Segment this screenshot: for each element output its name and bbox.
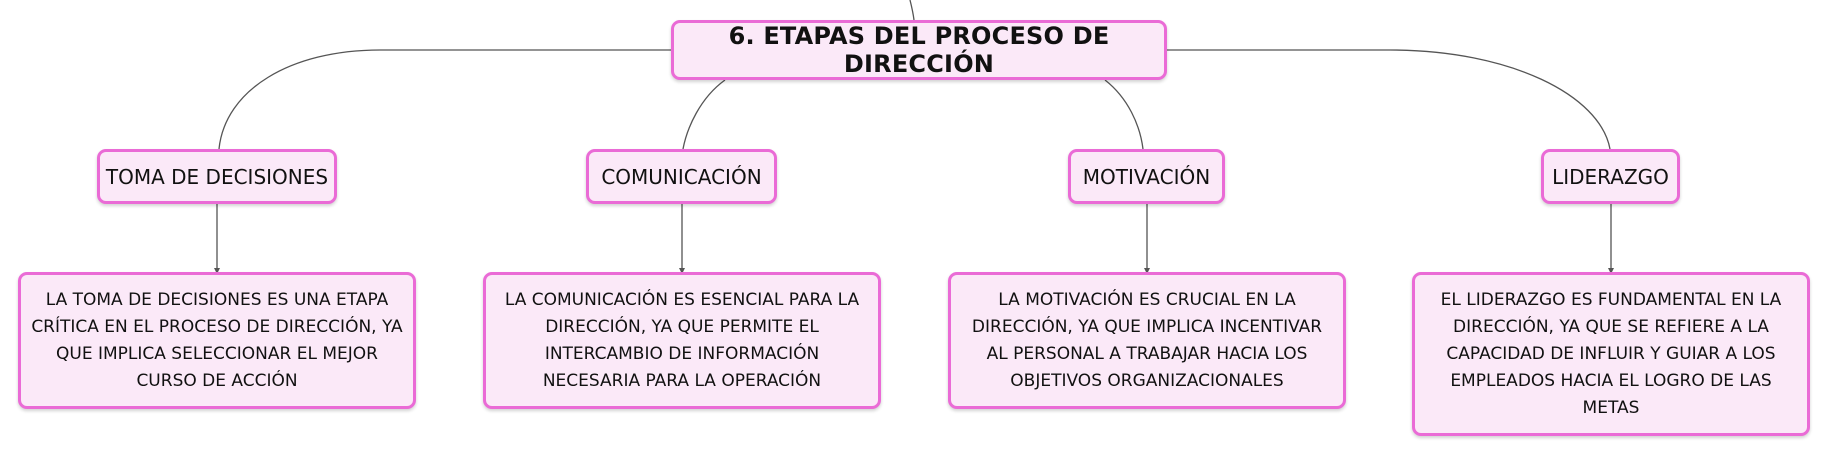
connector-root-liderazgo	[1167, 49, 1611, 150]
branch-label: MOTIVACIÓN	[1082, 164, 1211, 189]
branch-node-motivacion[interactable]: MOTIVACIÓN	[1068, 149, 1225, 204]
branch-node-toma-de-decisiones[interactable]: TOMA DE DECISIONES	[97, 149, 337, 204]
root-title: 6. ETAPAS DEL PROCESO DE DIRECCIÓN	[728, 22, 1110, 78]
leaf-node-motivacion[interactable]: LA MOTIVACIÓN ES CRUCIAL EN LA DIRECCIÓN…	[948, 272, 1346, 409]
leaf-node-toma-de-decisiones[interactable]: LA TOMA DE DECISIONES ES UNA ETAPA CRÍTI…	[18, 272, 416, 409]
arrowhead-toma	[214, 268, 220, 274]
leaf-description: LA MOTIVACIÓN ES CRUCIAL EN LA DIRECCIÓN…	[971, 289, 1323, 391]
root-node[interactable]: 6. ETAPAS DEL PROCESO DE DIRECCIÓN	[671, 20, 1167, 80]
connector-root-toma	[218, 49, 671, 150]
arrowhead-liderazgo	[1608, 268, 1614, 274]
leaf-node-comunicacion[interactable]: LA COMUNICACIÓN ES ESENCIAL PARA LA DIRE…	[483, 272, 881, 409]
arrowhead-motivacion	[1144, 268, 1150, 274]
branch-label: COMUNICACIÓN	[601, 164, 762, 189]
leaf-description: LA TOMA DE DECISIONES ES UNA ETAPA CRÍTI…	[31, 289, 403, 391]
arrowhead-comunicacion	[679, 268, 685, 274]
connector-parent	[909, 0, 915, 21]
leaf-description: EL LIDERAZGO ES FUNDAMENTAL EN LA DIRECC…	[1440, 289, 1782, 418]
connector-root-comunicacion	[682, 79, 726, 150]
leaf-description: LA COMUNICACIÓN ES ESENCIAL PARA LA DIRE…	[504, 289, 860, 391]
connector-root-motivacion	[1104, 79, 1144, 150]
leaf-node-liderazgo[interactable]: EL LIDERAZGO ES FUNDAMENTAL EN LA DIRECC…	[1412, 272, 1810, 436]
branch-label: TOMA DE DECISIONES	[105, 164, 329, 189]
branch-node-liderazgo[interactable]: LIDERAZGO	[1541, 149, 1680, 204]
branch-node-comunicacion[interactable]: COMUNICACIÓN	[586, 149, 777, 204]
branch-label: LIDERAZGO	[1552, 164, 1669, 189]
